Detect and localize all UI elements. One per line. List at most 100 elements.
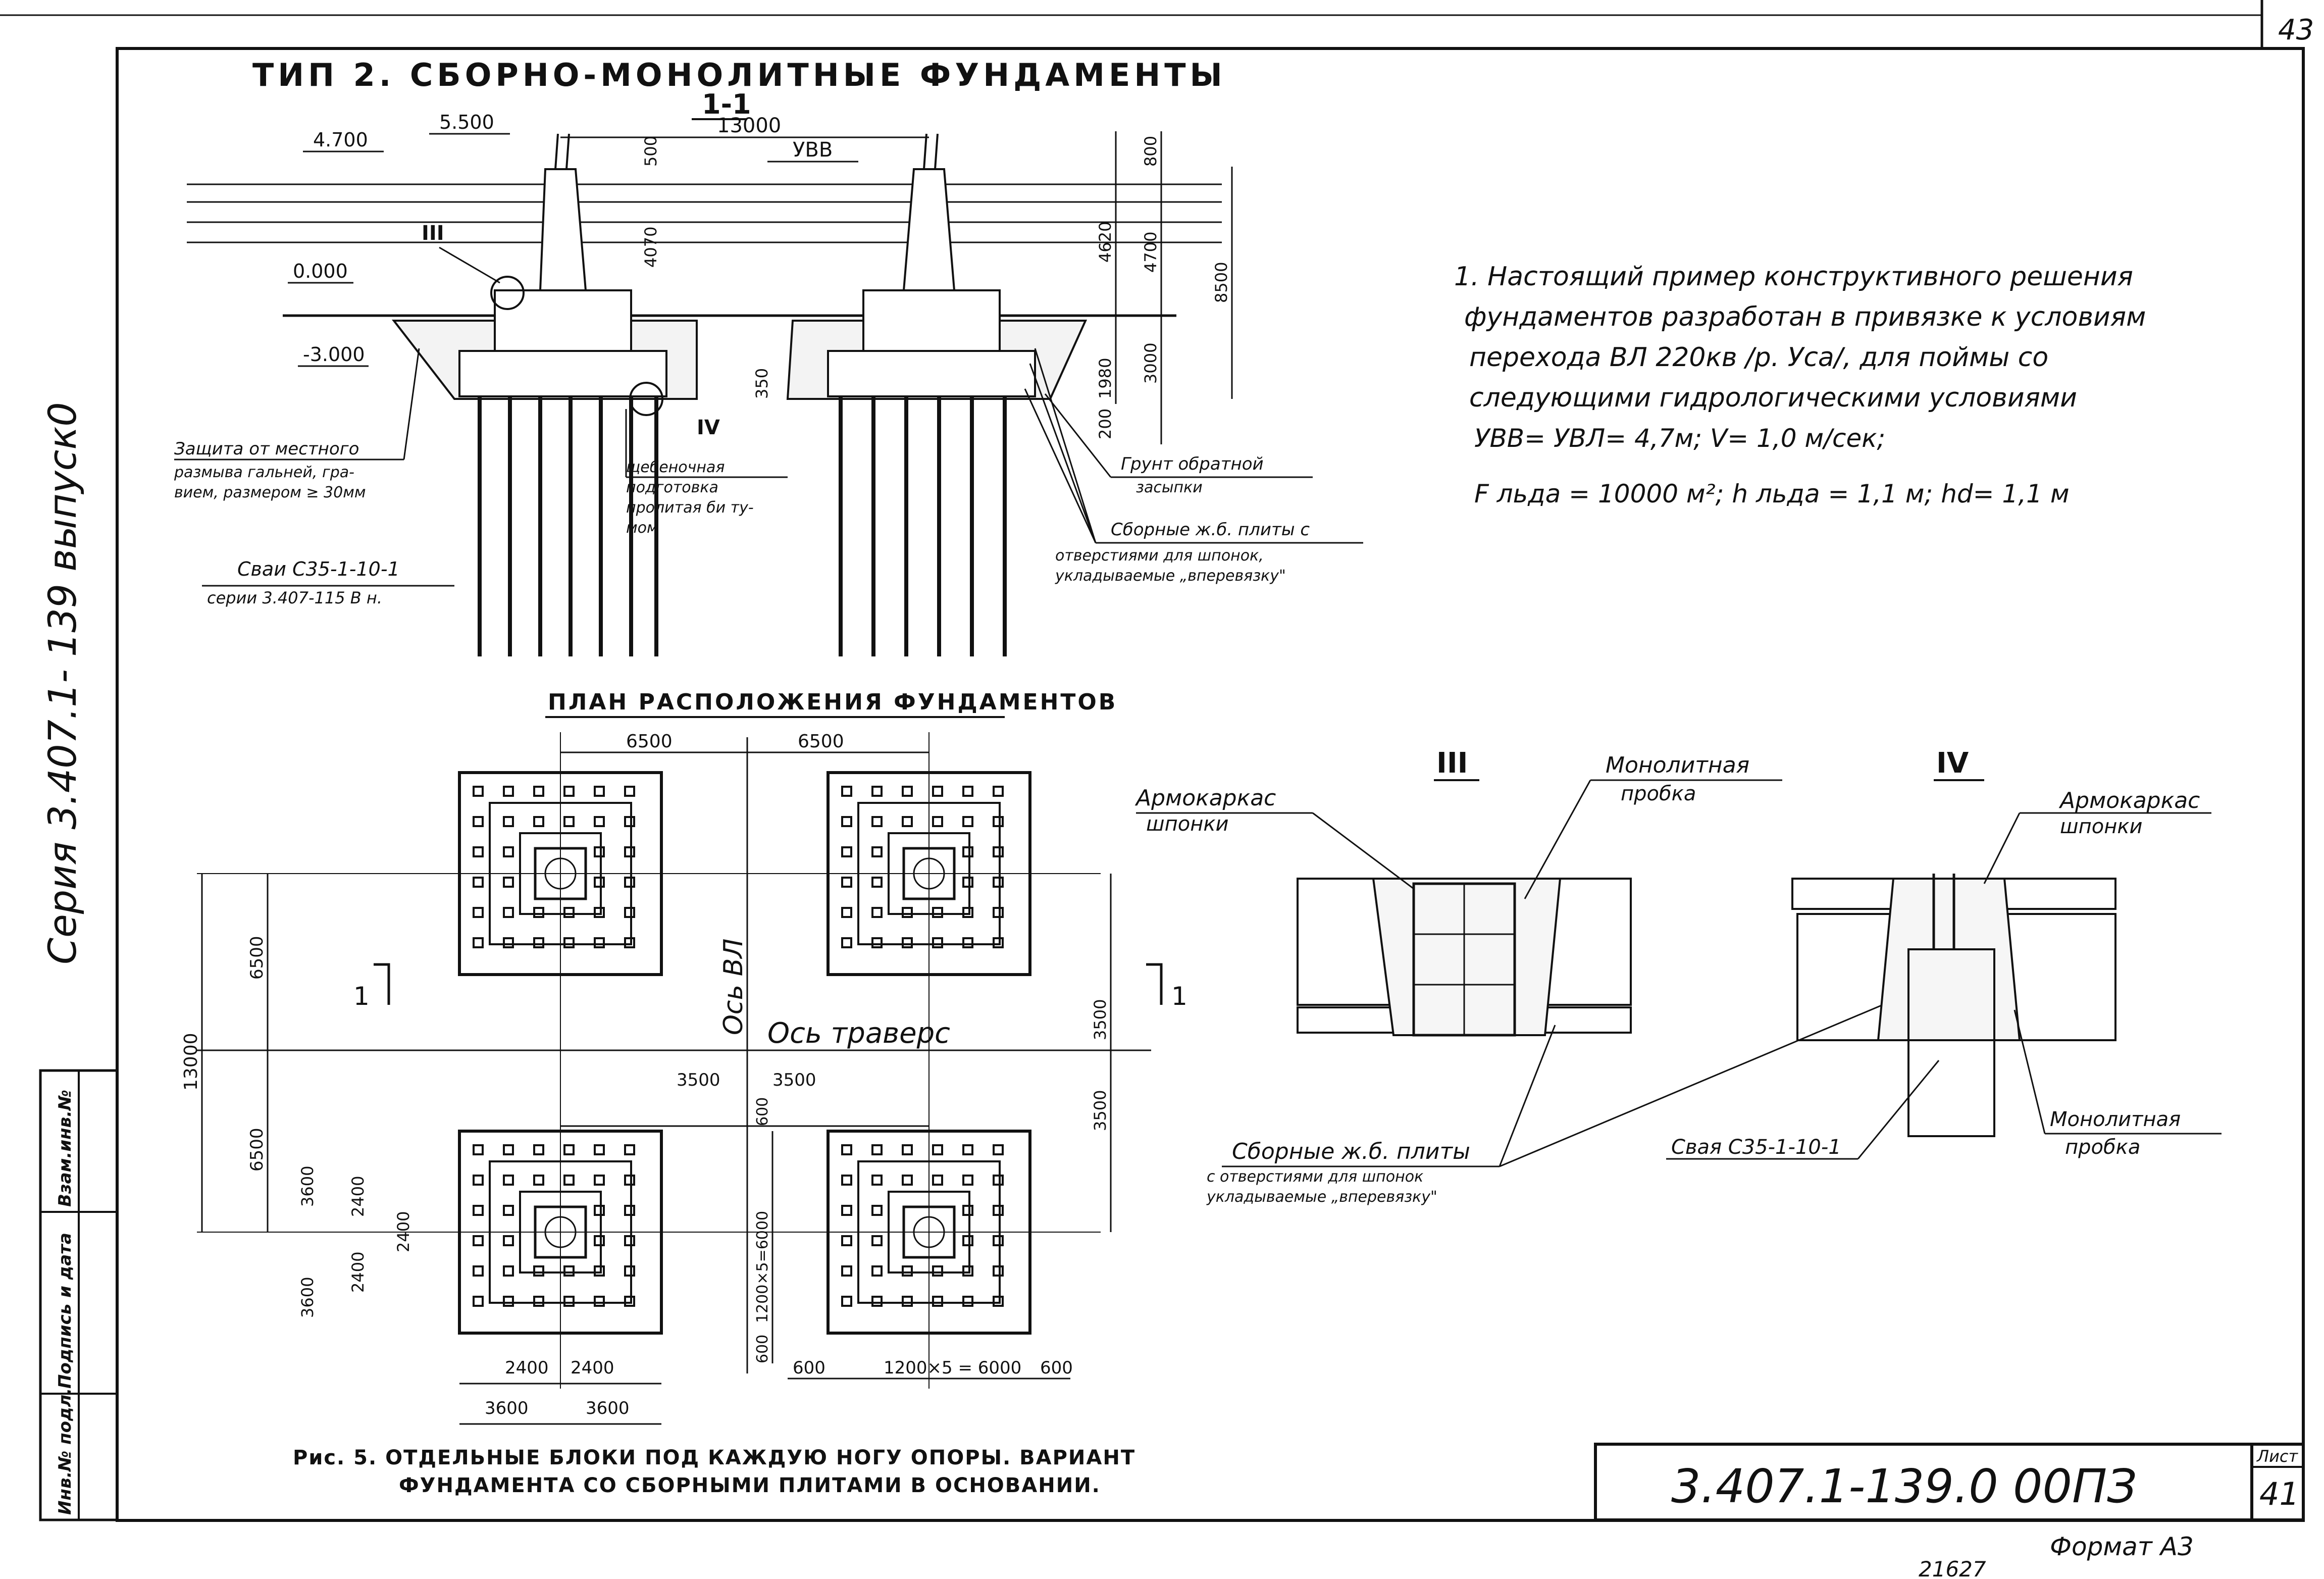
dim-4620: 4620: [1096, 222, 1115, 263]
pad-hole: [624, 786, 635, 797]
pad-hole: [932, 907, 943, 918]
pad-hole: [932, 937, 943, 948]
zashchita-line-2: размыва гальней, гра-: [174, 464, 354, 481]
marker-iv-label: IV: [697, 416, 720, 439]
pad-hole: [594, 1205, 605, 1216]
pad-hole: [473, 1205, 484, 1216]
dim-3500a: 3500: [677, 1070, 720, 1090]
grunt-line-2: засыпки: [1136, 479, 1203, 496]
pad-hole: [563, 907, 575, 918]
pad-hole: [962, 907, 973, 918]
dim-5500: 5.500: [439, 111, 494, 133]
pad-holes: [473, 786, 1004, 1307]
pad-hole: [503, 1205, 514, 1216]
pad-hole: [563, 1144, 575, 1155]
axis-vl-label: Ось ВЛ: [718, 939, 749, 1035]
title-block: 3.407.1-139.0 00ПЗ Лист 41: [1594, 1443, 2305, 1521]
sheet-title: ТИП 2. СБОРНО-МОНОЛИТНЫЕ ФУНДАМЕНТЫ: [252, 57, 1226, 93]
callout-svai: Сваи С35-1-10-1 серии 3.407-115 В н.: [202, 558, 454, 607]
callout-grunt: Грунт обратной засыпки: [1044, 393, 1313, 496]
pad-hole: [533, 816, 544, 827]
pad-hole: [871, 907, 883, 918]
dim-4700v: 4700: [1141, 232, 1160, 273]
pad-hole: [503, 1144, 514, 1155]
detail-marker-iii: [490, 276, 525, 310]
list-label: Лист: [2256, 1447, 2298, 1466]
callout-shcheben: щебеночная подготовка пролитая би ту- мо…: [625, 409, 788, 537]
dim-3500v: 3500: [1091, 999, 1110, 1040]
pad-block-outline: [888, 1191, 970, 1274]
note-line-2: фундаментов разработан в привязке к усло…: [1464, 302, 2146, 332]
pad-hole: [503, 786, 514, 797]
pad-hole: [624, 1175, 635, 1186]
pad-hole: [841, 877, 852, 888]
archive-number: 21627: [1919, 1557, 1986, 1579]
stamp-vzam-inv: Взам.инв.№: [55, 1090, 75, 1207]
pad-hole: [533, 786, 544, 797]
pad-hole: [503, 846, 514, 857]
pad-hole: [841, 1205, 852, 1216]
pad-top-right: [827, 771, 1031, 976]
piles-right: [839, 396, 1007, 656]
dim-3600b: 3600: [298, 1277, 317, 1318]
pad-bottom-left: [458, 1130, 663, 1335]
pad-hole: [503, 816, 514, 827]
pad-hole: [594, 1265, 605, 1277]
pad-block-outline: [857, 1160, 1001, 1304]
pad-hole: [962, 1265, 973, 1277]
dim-13000v: 13000: [181, 1033, 201, 1091]
pad-block-outline: [489, 1160, 632, 1304]
pad-hole: [624, 1265, 635, 1277]
stamp-podpis-data: Подпись и дата: [55, 1233, 75, 1389]
pad-hole: [993, 1235, 1004, 1246]
pad-hole: [624, 816, 635, 827]
pad-hole: [503, 937, 514, 948]
pad-bottom-right: [827, 1130, 1031, 1335]
detail-iii-label: III: [1436, 747, 1468, 780]
pad-hole: [624, 907, 635, 918]
pad-hole: [563, 1296, 575, 1307]
d3-plity-3: укладываемые „вперевязку": [1206, 1188, 1437, 1206]
notes-block: 1. Настоящий пример конструктивного реше…: [1454, 262, 2146, 508]
plity-line-1: Сборные ж.б. плиты с: [1111, 520, 1310, 540]
pad-hole: [902, 907, 913, 918]
pad-hole: [594, 907, 605, 918]
pad-hole: [503, 1296, 514, 1307]
pad-hole: [624, 937, 635, 948]
piles-left: [478, 396, 658, 656]
zashchita-line-3: вием, размером ≥ 30мм: [174, 484, 366, 501]
dim-500: 500: [641, 136, 660, 167]
dim-6500v2: 6500: [247, 1128, 267, 1171]
pad-hole: [624, 877, 635, 888]
note-line-6: F льда = 10000 м²; h льда = 1,1 м; hd= 1…: [1474, 479, 2070, 508]
pad-hole: [841, 907, 852, 918]
pad-hole: [503, 877, 514, 888]
pad-hole: [533, 1144, 544, 1155]
pad-hole: [594, 1296, 605, 1307]
d4-mono-1: Монолитная: [2050, 1108, 2181, 1131]
pad-hole: [594, 937, 605, 948]
pad-hole: [473, 1265, 484, 1277]
dim-3000: 3000: [1141, 343, 1160, 384]
section-label: 1-1: [702, 88, 751, 120]
pad-hole: [932, 786, 943, 797]
pad-hole: [962, 877, 973, 888]
d4-mono-2: пробка: [2065, 1136, 2140, 1159]
pad-hole: [624, 1296, 635, 1307]
d4-svaya: Свая С35-1-10-1: [1671, 1136, 1841, 1159]
dim-2400a: 2400: [348, 1176, 368, 1217]
pad-hole: [932, 1175, 943, 1186]
corner-page-box: 43: [2260, 0, 2314, 48]
pad-hole: [871, 877, 883, 888]
pad-hole: [533, 1175, 544, 1186]
pad-hole: [473, 816, 484, 827]
pad-hole: [871, 1235, 883, 1246]
d3-plity-1: Сборные ж.б. плиты: [1232, 1139, 1470, 1164]
dim-2400c: 2400: [394, 1211, 413, 1252]
dim-600a: 600: [754, 1097, 771, 1126]
pad-hole: [841, 1175, 852, 1186]
dim-600c: 600: [793, 1358, 825, 1378]
d4-armo-1: Армокаркас: [2058, 788, 2200, 813]
pad-hole: [902, 937, 913, 948]
